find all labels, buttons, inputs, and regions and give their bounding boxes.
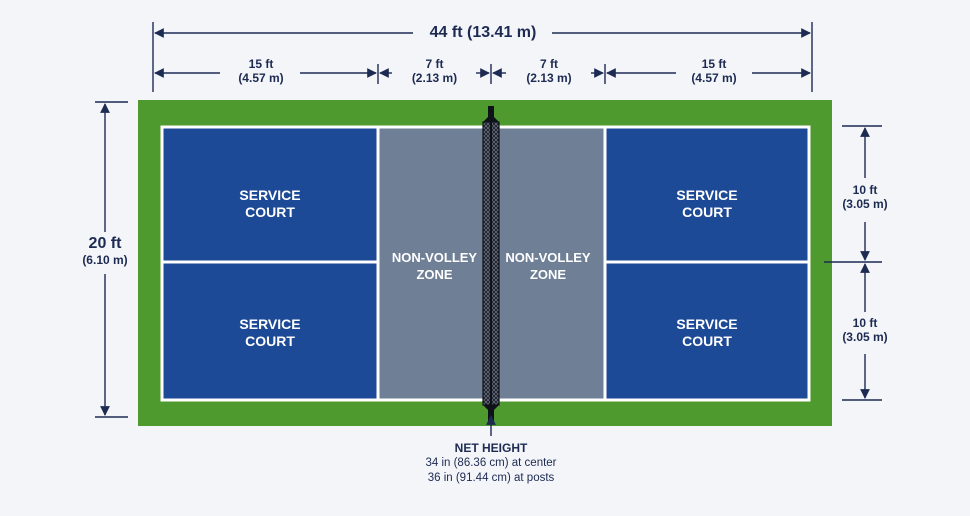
- non-volley-zone-label-right: NON-VOLLEY ZONE: [505, 250, 591, 282]
- segment-m: (2.13 m): [411, 71, 458, 86]
- half-width-m: (3.05 m): [842, 197, 888, 212]
- net-post-bottom: [488, 409, 494, 421]
- non-volley-zone-right: [491, 127, 605, 400]
- segment-m: (2.13 m): [526, 71, 572, 86]
- width-m: (6.10 m): [82, 253, 128, 268]
- segment-m: (4.57 m): [238, 71, 284, 86]
- half-width-ft: 10 ft: [852, 316, 878, 330]
- non-volley-zone-label-left: NON-VOLLEY ZONE: [391, 250, 478, 282]
- service-court-bottom-left: [162, 262, 378, 400]
- net-post-top: [488, 106, 494, 118]
- width-label: 20 ft (6.10 m): [68, 234, 142, 268]
- half-width-label-bottom: 10 ft (3.05 m): [835, 316, 895, 345]
- segment-label-right-service: 15 ft (4.57 m): [676, 57, 752, 86]
- service-court-top-right: [605, 127, 809, 262]
- width-ft: 20 ft: [88, 235, 122, 252]
- service-court-bottom-right: [605, 262, 809, 400]
- segment-ft: 15 ft: [248, 57, 274, 71]
- net-height-note: NET HEIGHT 34 in (86.36 cm) at center 36…: [311, 441, 671, 486]
- segment-ft: 7 ft: [540, 57, 558, 71]
- segment-ft: 7 ft: [425, 57, 444, 71]
- segment-ft: 15 ft: [701, 57, 727, 71]
- net-height-title: NET HEIGHT: [454, 441, 528, 455]
- half-width-ft: 10 ft: [852, 183, 878, 197]
- total-length-label: 44 ft (13.41 m): [429, 24, 537, 41]
- half-width-m: (3.05 m): [842, 330, 888, 345]
- half-width-label-top: 10 ft (3.05 m): [835, 183, 895, 212]
- net-height-posts: 36 in (91.44 cm) at posts: [427, 472, 555, 484]
- service-court-label-top-left: SERVICE COURT: [239, 187, 301, 220]
- segment-label-left-service: 15 ft (4.57 m): [222, 57, 300, 86]
- dimension-lines: [95, 22, 882, 436]
- service-court-top-left: [162, 127, 378, 262]
- service-court-label-bottom-right: SERVICE COURT: [676, 316, 738, 349]
- service-court-label-top-right: SERVICE COURT: [676, 187, 738, 220]
- net: [482, 106, 500, 421]
- segment-label-left-kitchen: 7 ft (2.13 m): [393, 57, 476, 86]
- net-height-center: 34 in (86.36 cm) at center: [425, 457, 557, 469]
- segment-m: (4.57 m): [691, 71, 737, 86]
- non-volley-zone-left: [378, 127, 491, 400]
- service-court-label-bottom-left: SERVICE COURT: [239, 316, 301, 349]
- segment-label-right-kitchen: 7 ft (2.13 m): [507, 57, 591, 86]
